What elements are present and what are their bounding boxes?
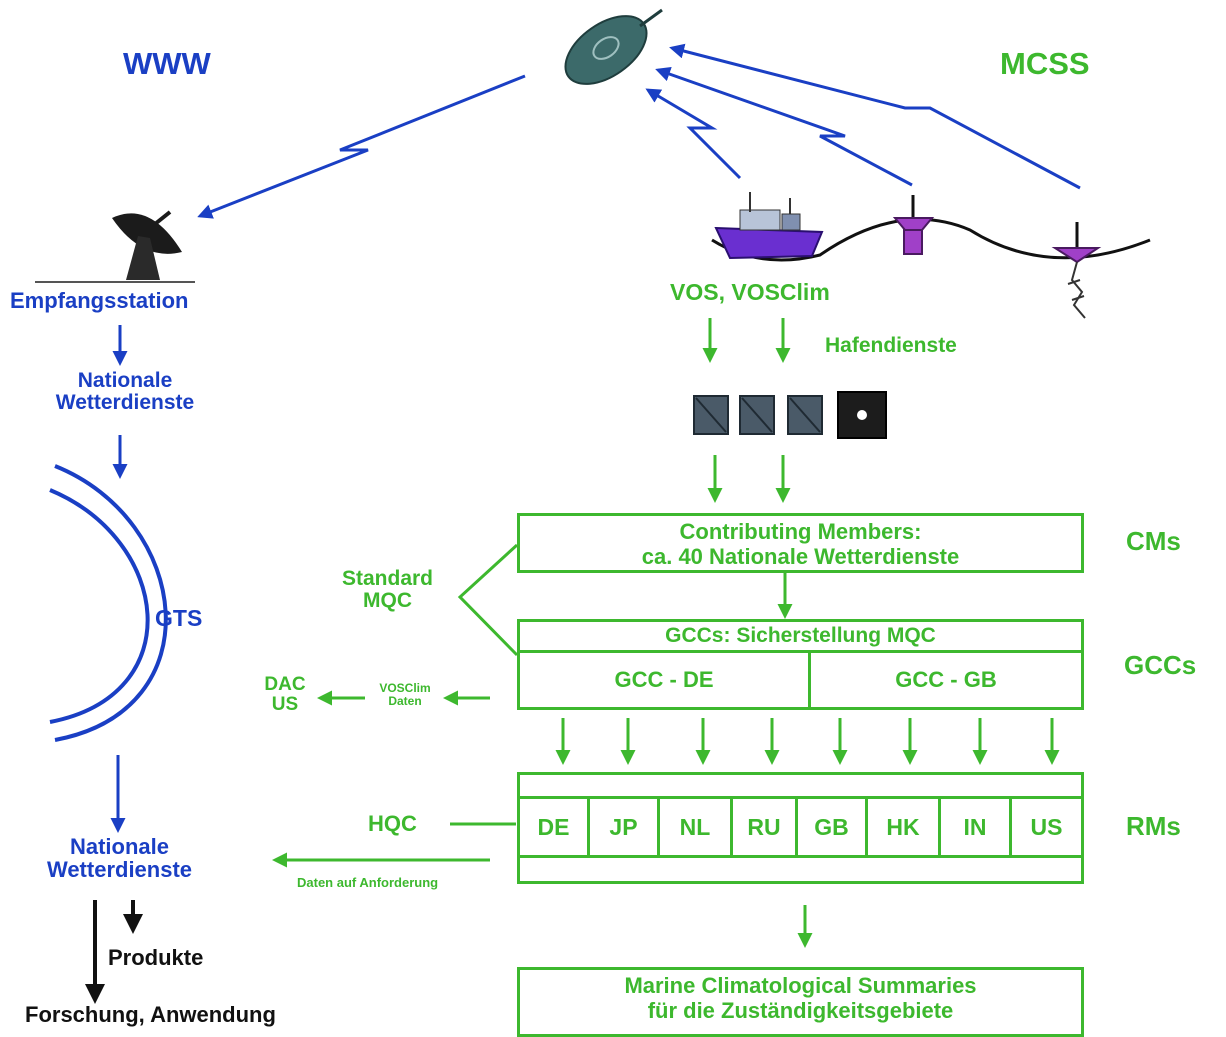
- rm-cell-us: US: [1030, 813, 1063, 840]
- dac-us-label: DAC US: [250, 675, 320, 715]
- drifting-buoy-icon: [1051, 222, 1102, 319]
- computer-icon: [693, 391, 887, 439]
- summary-line1: Marine Climatological Summaries: [624, 973, 977, 998]
- dish-antenna-icon: [35, 210, 195, 283]
- uplink-from-buoy: [655, 66, 913, 187]
- nws-bottom-line1: Nationale: [69, 834, 170, 859]
- nws-top-line1: Nationale: [77, 369, 173, 392]
- receiving-station-label: Empfangsstation: [10, 288, 189, 313]
- uplink-from-ship: [645, 88, 742, 180]
- summary-line2: für die Zuständigkeitsgebiete: [647, 998, 954, 1024]
- output-arrows: [85, 900, 143, 1004]
- gcc-header: GCCs: Sicherstellung MQC: [520, 622, 1081, 653]
- right-flow-arrows: [272, 318, 1060, 948]
- gcc-box: GCCs: Sicherstellung MQC GCC - DE GCC - …: [517, 619, 1084, 710]
- rm-cell-nl: NL: [660, 799, 733, 855]
- mcss-title: MCSS: [1000, 46, 1090, 81]
- vosclim-data-line2: Daten: [388, 693, 422, 708]
- national-weather-services-top: Nationale Wetterdienste: [20, 369, 230, 415]
- downlink-to-station: [197, 74, 526, 219]
- port-services-label: Hafendienste: [825, 334, 957, 357]
- standard-mqc-line2: MQC: [363, 589, 412, 613]
- nws-top-line2: Wetterdienste: [55, 391, 195, 415]
- rm-cell-jp: JP: [590, 799, 660, 855]
- rm-cell-ru: RU: [733, 799, 798, 855]
- dac-line1: DAC: [264, 674, 306, 695]
- cm-box-line2: ca. 40 Nationale Wetterdienste: [641, 544, 960, 570]
- data-on-request-label: Daten auf Anforderung: [297, 875, 439, 890]
- national-weather-services-bottom: Nationale Wetterdienste: [12, 835, 227, 881]
- summaries-box: Marine Climatological Summaries für die …: [517, 967, 1084, 1037]
- rm-cell-gb: GB: [798, 799, 868, 855]
- vosclim-data-label: VOSClim Daten: [365, 682, 445, 707]
- standard-mqc-line1: Standard: [341, 567, 433, 590]
- contributing-members-box: Contributing Members: ca. 40 Nationale W…: [517, 513, 1084, 573]
- dac-line2: US: [271, 693, 299, 715]
- rm-cell-de: DE: [520, 799, 590, 855]
- rm-side-label: RMs: [1126, 811, 1181, 841]
- hqc-label: HQC: [368, 811, 417, 836]
- nws-bottom-line2: Wetterdienste: [46, 857, 193, 883]
- standard-mqc-label: Standard MQC: [325, 567, 450, 613]
- cm-box-line1: Contributing Members:: [679, 519, 922, 544]
- gcc-side-label: GCCs: [1124, 650, 1197, 680]
- rm-cell-in: IN: [941, 799, 1012, 855]
- vos-label: VOS, VOSClim: [670, 279, 830, 305]
- gcc-de-cell: GCC - DE: [520, 653, 811, 707]
- ship-icon: [714, 192, 824, 260]
- left-flow-arrows: [110, 325, 128, 833]
- vosclim-data-line1: VOSClim: [379, 681, 431, 695]
- rm-cell-hk: HK: [868, 799, 941, 855]
- radio-links: [197, 43, 1081, 219]
- products-label: Produkte: [108, 945, 204, 970]
- www-title: WWW: [123, 46, 211, 81]
- satellite-icon: [564, 8, 663, 85]
- gts-label: GTS: [155, 605, 203, 631]
- cm-side-label: CMs: [1126, 526, 1181, 556]
- gcc-gb-cell: GCC - GB: [895, 667, 997, 692]
- gts-network: [49, 464, 168, 742]
- research-label: Forschung, Anwendung: [25, 1002, 276, 1027]
- uplink-from-drifter: [669, 43, 1081, 190]
- buoy-icon: [892, 195, 935, 255]
